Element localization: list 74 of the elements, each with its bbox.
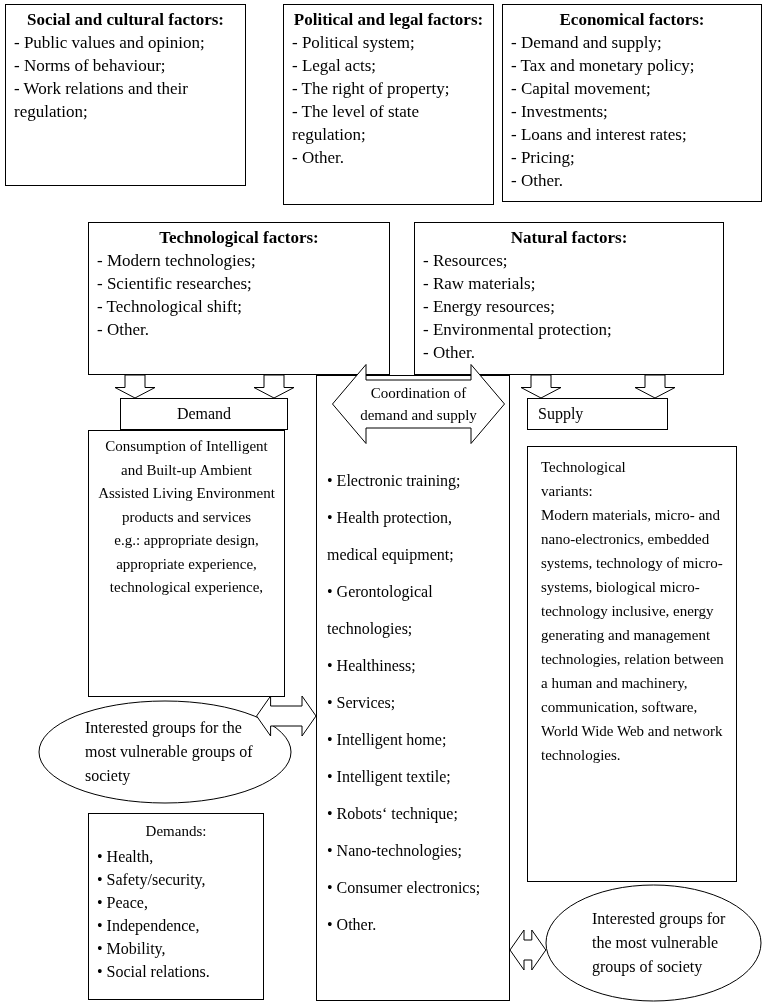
list-item: - Other. (292, 147, 345, 169)
block-arrow (634, 374, 676, 399)
factor-box (283, 4, 494, 205)
arrow-text: Coordination of demand and supply (359, 384, 478, 425)
list-item: - Capital movement; (511, 78, 652, 100)
box-text: Modern materials, micro- and nano-electronics, embedded systems, technology of micro-systems, biological micro-technology inclusive, energy generating and management technologies, relation between a human and machinery, communication, software, World Wide Web and network technologies. (541, 506, 725, 765)
box-title: Economical factors: (558, 9, 706, 31)
label-box (527, 398, 668, 430)
box-title: Demands: (144, 822, 208, 841)
list-item: • Health, (97, 847, 155, 867)
list-item: - Political system; (292, 32, 416, 54)
box-label: Demand (175, 404, 233, 424)
list-item: - Other. (97, 319, 150, 341)
box-title: Technological factors: (158, 227, 320, 249)
oval-text: Interested groups for the most vulnerable groups of society (85, 718, 254, 787)
list-item: • Intelligent textile; (327, 767, 452, 788)
list-item: • Gerontological technologies; (327, 582, 434, 640)
oval-text: Interested groups for the most vulnerable groups of society (592, 909, 727, 978)
box-title: Political and legal factors: (292, 9, 485, 31)
list-item: • Peace, (97, 893, 149, 913)
list-item: - Demand and supply; (511, 32, 663, 54)
list-item: - Raw materials; (423, 273, 537, 295)
block-arrow (253, 374, 295, 399)
list-item: • Electronic training; (327, 471, 462, 492)
factor-box (502, 4, 762, 202)
block-arrow (114, 374, 156, 399)
oval-node (545, 884, 762, 1002)
list-item: - Resources; (423, 250, 509, 272)
label-box (120, 398, 288, 430)
list-item: • Health protection, medical equipment; (327, 508, 455, 566)
list-item: • Services; (327, 693, 397, 713)
box-title: Natural factors: (509, 227, 629, 249)
list-item: - Technological shift; (97, 296, 243, 318)
factor-box (414, 222, 724, 375)
list-item: • Healthiness; (327, 656, 417, 676)
text-box (88, 430, 285, 697)
list-item: - Other. (511, 170, 564, 192)
list-item: • Independence, (97, 916, 201, 937)
list-item: - Tax and monetary policy; (511, 55, 696, 77)
factor-box (5, 4, 246, 186)
box-title: Social and cultural factors: (26, 9, 225, 31)
text-box (527, 446, 737, 882)
list-item: • Intelligent home; (327, 730, 448, 751)
list-item: • Robots‘ technique; (327, 804, 459, 825)
list-item: - Work relations and their regulation; (14, 78, 189, 123)
list-item: - Legal acts; (292, 55, 377, 77)
list-item: • Nano-technologies; (327, 841, 463, 862)
list-box (88, 813, 264, 1000)
block-arrow (509, 929, 547, 971)
list-item: • Consumer electronics; (327, 878, 482, 898)
list-item: • Mobility, (97, 939, 167, 960)
list-item: - Other. (423, 342, 476, 364)
list-item: - Modern technologies; (97, 250, 257, 272)
list-item: • Other. (327, 915, 378, 935)
list-item: - Environmental protection; (423, 319, 613, 341)
list-item: - Investments; (511, 101, 609, 123)
list-item: - The level of state regulation; (292, 101, 421, 146)
list-item: - Public values and opinion; (14, 32, 206, 54)
list-item: - Pricing; (511, 147, 576, 169)
box-text: e.g.: appropriate design, appropriate experience, technological experience, (108, 531, 265, 597)
list-item: - Loans and interest rates; (511, 124, 688, 146)
block-arrow (256, 695, 317, 737)
list-item: - The right of property; (292, 78, 451, 100)
block-arrow (520, 374, 562, 399)
box-title: Technological variants: (541, 458, 627, 501)
factor-box (88, 222, 390, 375)
list-item: - Norms of behaviour; (14, 55, 167, 77)
list-item: - Scientific researches; (97, 273, 253, 295)
list-box (316, 375, 510, 1001)
list-item: - Energy resources; (423, 296, 556, 318)
box-label: Supply (537, 404, 585, 425)
list-item: • Safety/security, (97, 870, 207, 891)
list-item: • Social relations. (97, 962, 211, 982)
oval-node (38, 700, 292, 804)
